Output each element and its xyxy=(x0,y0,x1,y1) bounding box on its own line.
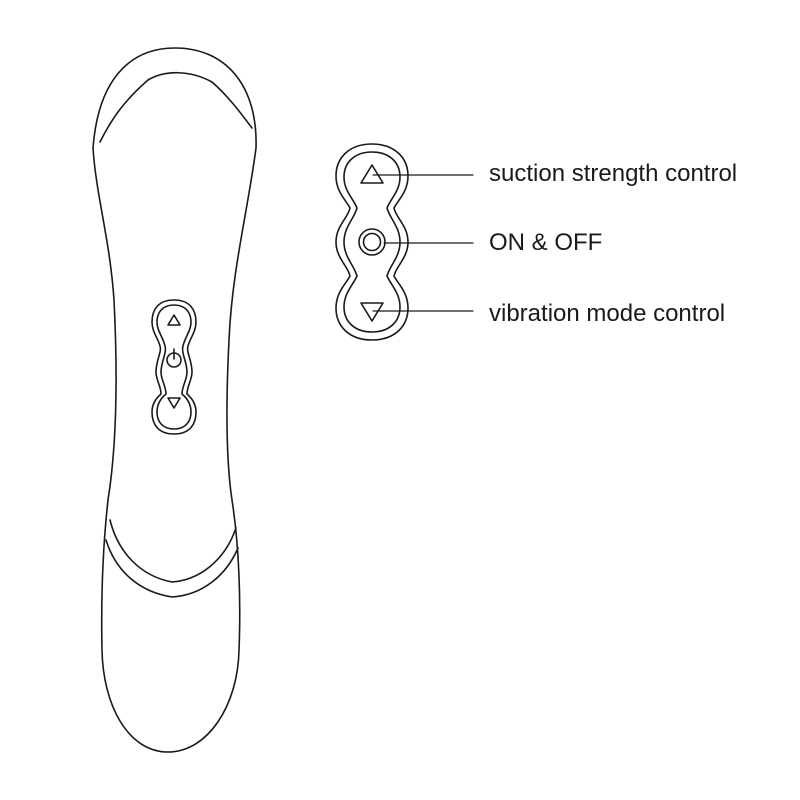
label-suction-strength-control: suction strength control xyxy=(489,160,738,187)
triangle-up-icon xyxy=(360,164,384,184)
label-on-off: ON & OFF xyxy=(489,229,603,256)
device-panel-outer xyxy=(151,299,197,435)
enlarged-control-panel xyxy=(335,143,409,341)
panel-outer-outline xyxy=(335,143,409,341)
device-up-icon xyxy=(167,314,181,326)
triangle-down-icon xyxy=(360,302,384,322)
device-control-panel xyxy=(151,299,197,435)
device-down-icon xyxy=(167,397,181,409)
device-collar-outer xyxy=(109,519,237,583)
device-power-icon xyxy=(166,348,182,368)
device-body xyxy=(92,47,257,753)
circle-button-icon xyxy=(358,228,386,256)
device-head-cap xyxy=(99,71,253,143)
device-collar-inner xyxy=(105,539,239,598)
panel-inner-outline xyxy=(343,151,401,333)
device-panel-inner xyxy=(156,304,192,430)
label-vibration-mode-control: vibration mode control xyxy=(489,300,726,327)
